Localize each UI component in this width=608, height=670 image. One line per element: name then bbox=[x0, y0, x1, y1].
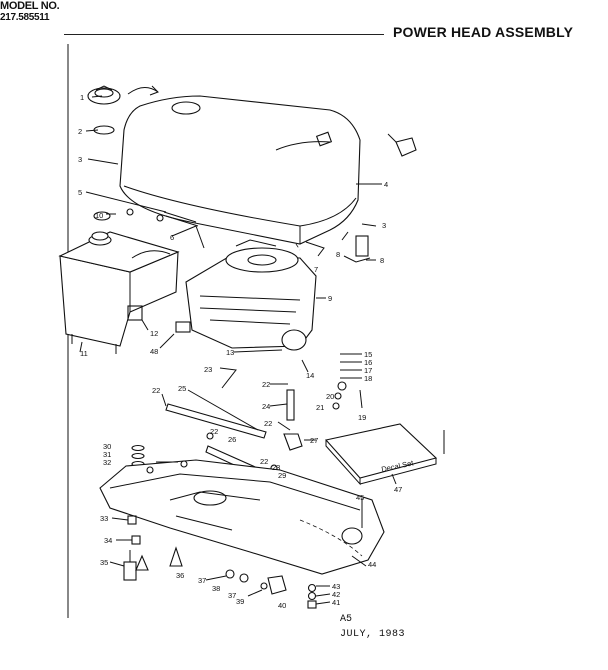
decal-set-card bbox=[324, 423, 445, 486]
part-screw bbox=[351, 555, 367, 567]
part-fasteners-right bbox=[337, 353, 363, 409]
part-link bbox=[301, 359, 309, 373]
page-title: POWER HEAD ASSEMBLY bbox=[393, 24, 574, 40]
callout-22-b: 22 bbox=[152, 386, 160, 395]
part-engine-cover bbox=[119, 95, 361, 251]
part-ring-42 bbox=[307, 591, 317, 601]
callout-26: 26 bbox=[228, 435, 236, 444]
part-fitting bbox=[283, 433, 303, 451]
part-fitting-40 bbox=[267, 575, 287, 595]
part-bracket-strip bbox=[163, 211, 197, 223]
callout-12: 12 bbox=[150, 329, 158, 338]
part-linkage-rod bbox=[219, 367, 237, 389]
model-number: 217.585511 bbox=[0, 12, 50, 23]
part-fuel-cap bbox=[87, 85, 121, 105]
part-block-41 bbox=[307, 600, 317, 609]
callout-18: 18 bbox=[364, 374, 372, 383]
callout-36: 36 bbox=[176, 571, 184, 580]
callout-38: 38 bbox=[212, 584, 220, 593]
callout-10: 10 bbox=[95, 211, 103, 220]
part-washer-37 bbox=[225, 569, 235, 579]
callout-8-right: 8 bbox=[380, 256, 384, 265]
header-rule bbox=[64, 34, 384, 35]
callout-1: 1 bbox=[80, 93, 84, 102]
callout-40: 40 bbox=[278, 601, 286, 610]
callout-30: 30 bbox=[103, 442, 111, 451]
part-hinge-block bbox=[355, 235, 369, 257]
callout-21: 21 bbox=[316, 403, 324, 412]
callout-9: 9 bbox=[328, 294, 332, 303]
callout-11: 11 bbox=[80, 349, 88, 358]
part-fuel-tank bbox=[58, 231, 180, 354]
callout-48: 48 bbox=[150, 347, 158, 356]
callout-2: 2 bbox=[78, 127, 82, 136]
callout-numbers: 1 2 3 4 5 10 3 6 7 8 8 9 12 11 48 13 15 … bbox=[78, 93, 402, 610]
part-nut-34 bbox=[131, 535, 141, 545]
footer-date: JULY, 1983 bbox=[340, 629, 406, 640]
callout-16: 16 bbox=[364, 358, 372, 367]
part-clamp-screw bbox=[305, 241, 325, 257]
callout-31: 31 bbox=[103, 450, 111, 459]
part-clip-33 bbox=[127, 515, 137, 525]
callout-22-c: 22 bbox=[264, 419, 272, 428]
callout-29: 29 bbox=[278, 471, 286, 480]
callout-37-b: 37 bbox=[228, 591, 236, 600]
callout-22-e: 22 bbox=[260, 457, 268, 466]
part-power-head bbox=[175, 239, 317, 351]
callout-20: 20 bbox=[326, 392, 334, 401]
callout-37: 37 bbox=[198, 576, 206, 585]
model-label: MODEL NO. bbox=[0, 0, 60, 12]
callout-47: 47 bbox=[394, 485, 402, 494]
callout-13: 13 bbox=[226, 348, 234, 357]
callout-5: 5 bbox=[78, 188, 82, 197]
part-nut-38 bbox=[239, 573, 249, 583]
callout-8: 8 bbox=[336, 250, 340, 259]
callout-41: 41 bbox=[332, 598, 340, 607]
part-washers-left bbox=[131, 444, 145, 468]
part-long-rod bbox=[165, 403, 267, 439]
callout-24: 24 bbox=[262, 402, 270, 411]
leader-lines bbox=[79, 95, 397, 605]
part-ring-43 bbox=[307, 583, 317, 593]
callout-25: 25 bbox=[178, 384, 186, 393]
callout-4: 4 bbox=[384, 180, 388, 189]
curved-arrow bbox=[127, 87, 159, 95]
callout-22-a: 22 bbox=[262, 380, 270, 389]
callout-34: 34 bbox=[104, 536, 112, 545]
part-tube bbox=[286, 389, 295, 421]
part-lever-35 bbox=[123, 550, 137, 581]
callout-22-d: 22 bbox=[210, 427, 218, 436]
callout-14: 14 bbox=[306, 371, 314, 380]
callout-39: 39 bbox=[236, 597, 244, 606]
callout-15: 15 bbox=[364, 350, 372, 359]
callout-3-right: 3 bbox=[382, 221, 386, 230]
callout-43: 43 bbox=[332, 582, 340, 591]
footer-code: A5 bbox=[340, 614, 353, 625]
part-hood-latch bbox=[387, 133, 417, 157]
part-bracket-plate bbox=[127, 305, 143, 321]
callout-6: 6 bbox=[170, 233, 174, 242]
callout-35: 35 bbox=[100, 558, 108, 567]
callout-44: 44 bbox=[368, 560, 376, 569]
part-cam-36 bbox=[135, 546, 183, 571]
part-clip bbox=[93, 211, 111, 221]
callout-23-b: 23 bbox=[272, 463, 280, 472]
callout-32: 32 bbox=[103, 458, 111, 467]
callout-42: 42 bbox=[332, 590, 340, 599]
callout-7: 7 bbox=[314, 265, 318, 274]
callout-27: 27 bbox=[310, 436, 318, 445]
callout-17: 17 bbox=[364, 366, 372, 375]
callout-33: 33 bbox=[100, 514, 108, 523]
part-base-pan bbox=[99, 459, 385, 575]
callout-45: 45 bbox=[356, 493, 364, 502]
callout-23: 23 bbox=[204, 365, 212, 374]
callout-19: 19 bbox=[358, 413, 366, 422]
part-washer bbox=[334, 392, 342, 400]
callout-3: 3 bbox=[78, 155, 82, 164]
